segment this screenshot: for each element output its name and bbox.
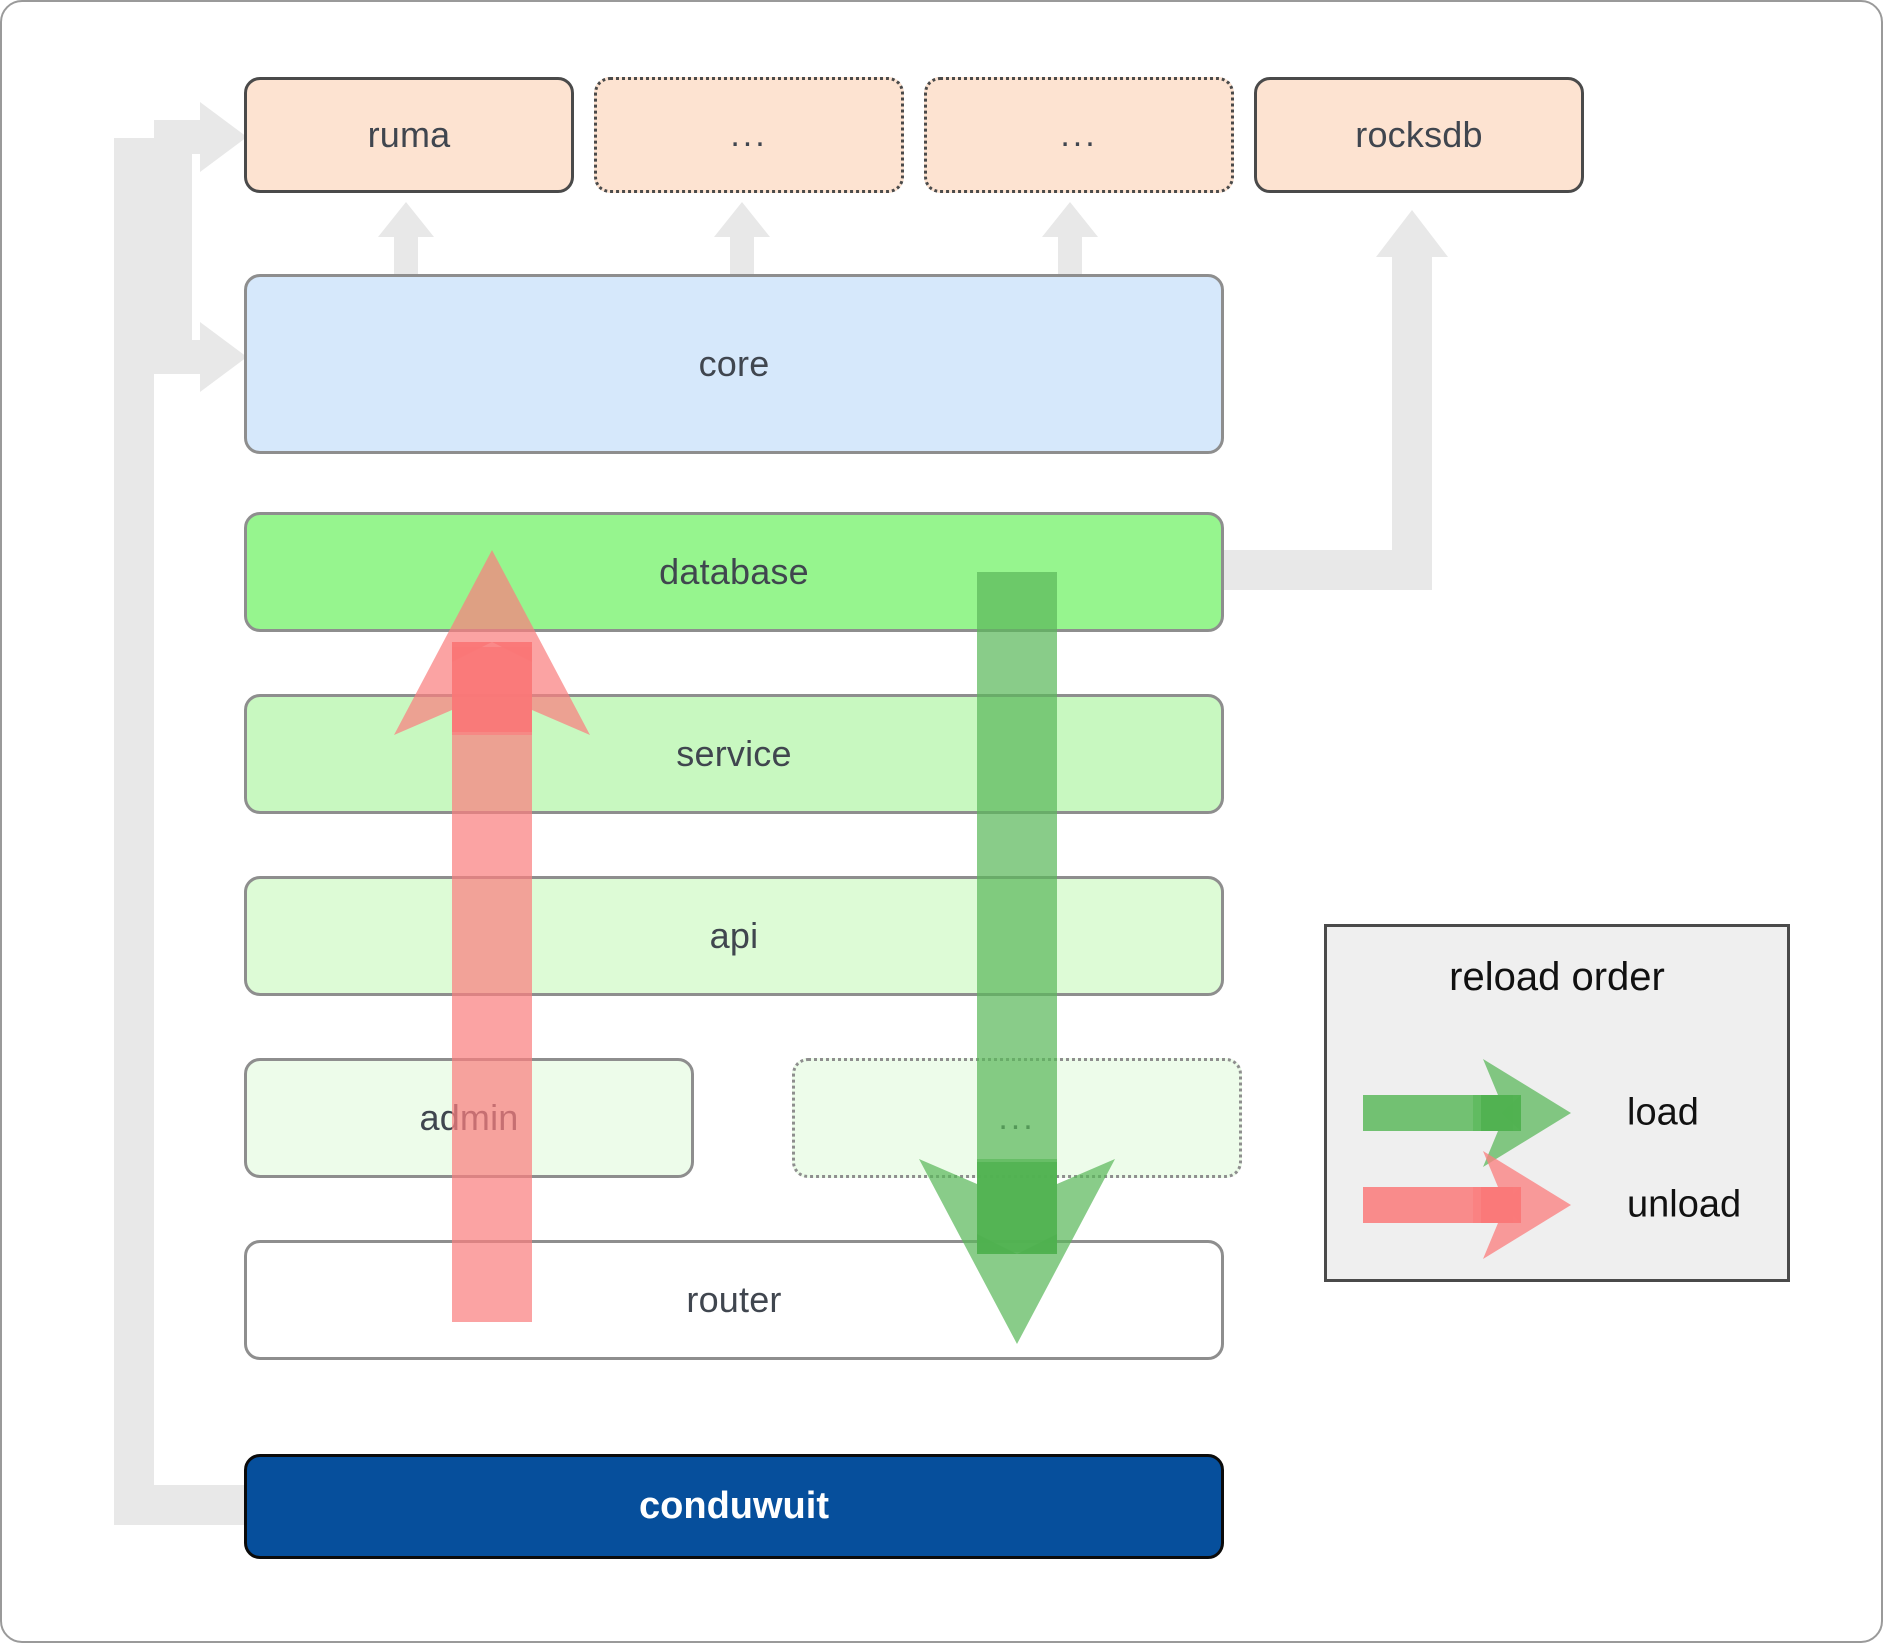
layer-label: admin <box>419 1097 519 1138</box>
layer-box-api[interactable]: api <box>244 876 1224 996</box>
dependency-box-placeholder-1[interactable]: ... <box>594 77 904 193</box>
legend-label: unload <box>1627 1183 1742 1226</box>
layer-label: service <box>676 733 792 774</box>
layer-box-service[interactable]: service <box>244 694 1224 814</box>
layer-label: router <box>686 1279 782 1320</box>
dependency-label: ... <box>1060 115 1098 154</box>
legend-row-load: load <box>1327 1059 1787 1167</box>
layer-box-placeholder[interactable]: ... <box>792 1058 1242 1178</box>
dependency-label: ... <box>730 115 768 154</box>
dependency-box-rocksdb[interactable]: rocksdb <box>1254 77 1584 193</box>
layer-label: core <box>698 343 770 384</box>
legend-panel: reload order load unload <box>1324 924 1790 1282</box>
layer-label: api <box>709 915 759 956</box>
layer-box-router[interactable]: router <box>244 1240 1224 1360</box>
layer-label: ... <box>998 1098 1036 1137</box>
load-arrow-icon <box>1363 1059 1571 1167</box>
dependency-box-ruma[interactable]: ruma <box>244 77 574 193</box>
dependency-box-placeholder-2[interactable]: ... <box>924 77 1234 193</box>
layer-box-core[interactable]: core <box>244 274 1224 454</box>
legend-title: reload order <box>1449 955 1665 999</box>
layer-box-database[interactable]: database <box>244 512 1224 632</box>
legend-row-unload: unload <box>1327 1151 1787 1259</box>
unload-arrow-icon <box>1363 1151 1571 1259</box>
root-box-conduwuit[interactable]: conduwuit <box>244 1454 1224 1559</box>
layer-box-admin[interactable]: admin <box>244 1058 694 1178</box>
root-label: conduwuit <box>639 1485 829 1527</box>
dependency-label: rocksdb <box>1355 114 1483 155</box>
legend-label: load <box>1627 1091 1699 1134</box>
layer-label: database <box>659 551 809 592</box>
dependency-label: ruma <box>367 114 451 155</box>
